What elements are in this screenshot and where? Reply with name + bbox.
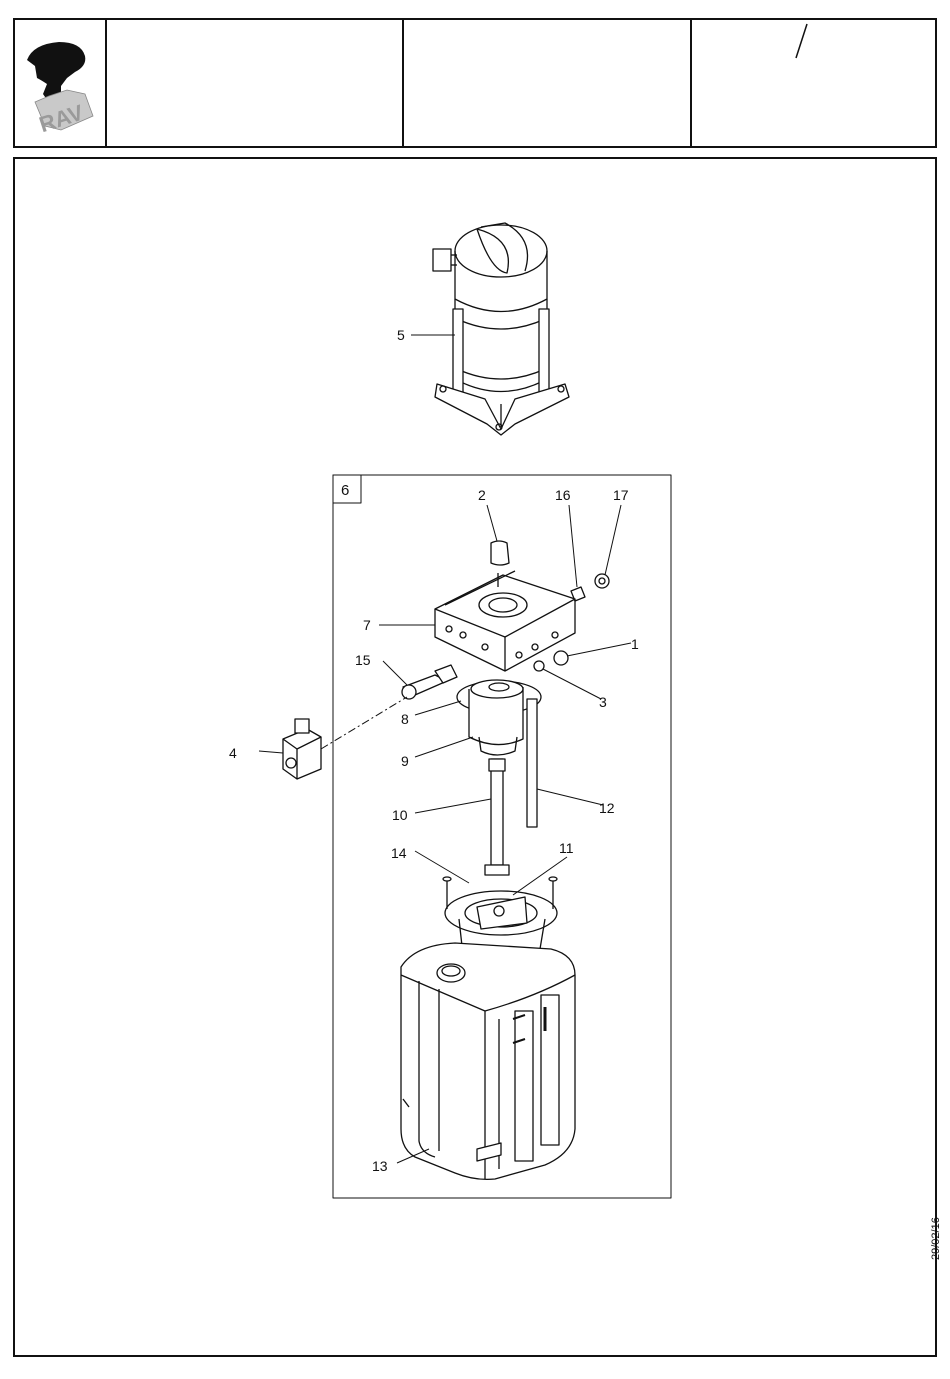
callout-4: 5	[397, 327, 405, 343]
fittings-16-17	[571, 574, 609, 601]
title-block: RAV	[13, 18, 937, 148]
plug-1	[554, 651, 568, 665]
page-separator-slash	[796, 24, 807, 58]
revision-date: 29/02/16	[930, 1200, 944, 1260]
drawing-frame: 6 5 2 16 17 1 3 7 15 8 9 4 10 12 14 11 1…	[13, 157, 937, 1357]
callout-1: 1	[631, 636, 639, 652]
callout-10: 10	[392, 807, 408, 823]
group-number-label: 6	[341, 482, 349, 499]
solenoid-coil	[283, 719, 321, 779]
callout-17: 17	[613, 487, 629, 503]
brand-logo: RAV	[15, 20, 105, 146]
oil-tank	[401, 943, 575, 1179]
header-cell-description	[105, 20, 404, 146]
callout-12: 12	[599, 800, 615, 816]
callout-11: 11	[559, 840, 574, 856]
callout-8: 8	[401, 711, 409, 727]
callout-7: 7	[363, 617, 371, 633]
callout-9: 9	[401, 753, 409, 769]
callout-5: 4	[229, 745, 237, 761]
assembly-axis-line	[321, 697, 407, 749]
return-tube	[527, 699, 537, 827]
exploded-parts-diagram: 6 5 2 16 17 1 3 7 15 8 9 4 10 12 14 11 1…	[15, 159, 935, 1355]
header-cell-page	[690, 20, 935, 146]
callout-3: 3	[599, 694, 607, 710]
motor	[433, 223, 569, 435]
callout-13: 13	[372, 1158, 388, 1174]
callout-14: 14	[391, 845, 407, 861]
coupling	[491, 541, 509, 565]
valve	[402, 665, 457, 699]
callout-2: 2	[478, 487, 486, 503]
plug-3	[534, 661, 544, 671]
suction-tube	[485, 759, 509, 875]
callout-15: 15	[355, 652, 371, 668]
callout-16: 16	[555, 487, 571, 503]
header-cell-code	[402, 20, 692, 146]
